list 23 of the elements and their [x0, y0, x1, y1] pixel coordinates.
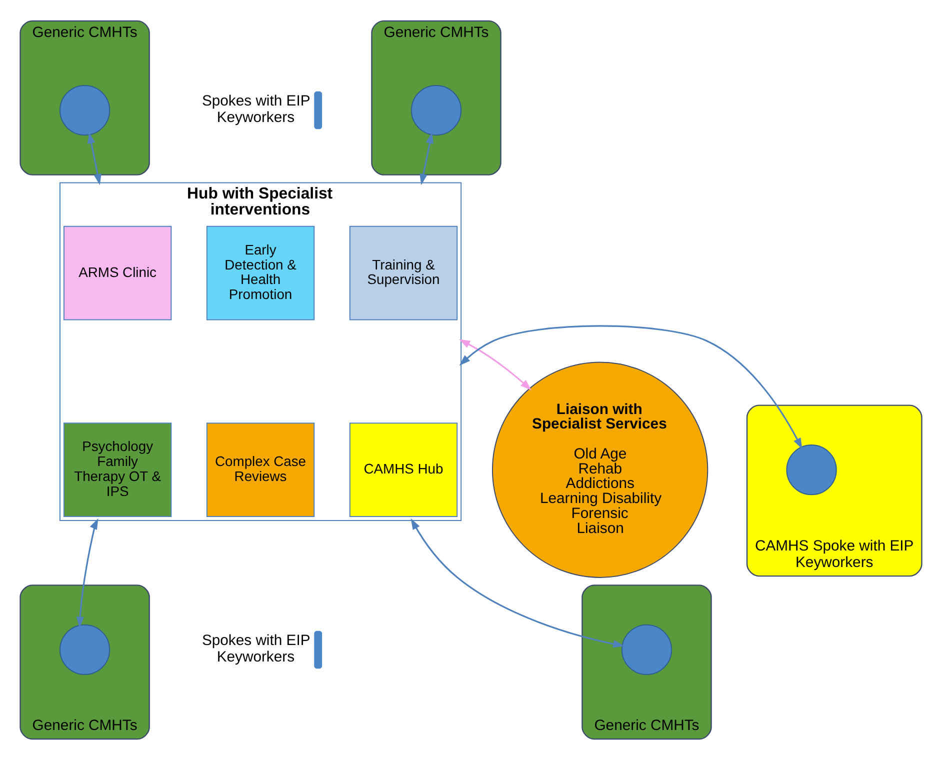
node-circle — [410, 84, 462, 136]
node-circle — [59, 84, 110, 136]
arrow — [459, 325, 802, 450]
node-box: ARMS Clinic — [63, 226, 172, 320]
arrow — [420, 132, 434, 186]
node-circle — [59, 624, 110, 676]
cluster: Generic CMHTs — [20, 584, 150, 740]
node-box: Early Detection & Health Promotion — [206, 226, 315, 320]
node-circle — [786, 444, 837, 496]
cluster: CAMHS Spoke with EIP Keyworkers — [746, 404, 922, 577]
arrow — [76, 518, 98, 628]
node-circle: Liaison with Specialist Services Old Age Rehab Addictions Learning Disability Forensic Liaison — [492, 362, 708, 578]
arrow — [87, 132, 102, 186]
legend-label: Spokes with EIP Keyworkers — [202, 93, 310, 126]
arrow — [458, 339, 532, 390]
node-box: Complex Case Reviews — [206, 422, 315, 517]
node-circle — [621, 624, 672, 676]
cluster: Generic CMHTs — [582, 584, 712, 740]
arrow — [410, 518, 624, 648]
node-box: Training & Supervision — [349, 226, 458, 320]
legend-label: Spokes with EIP Keyworkers — [202, 632, 310, 666]
node-box: Psychology Family Therapy OT & IPS — [63, 422, 172, 517]
node-box: CAMHS Hub — [349, 422, 458, 517]
